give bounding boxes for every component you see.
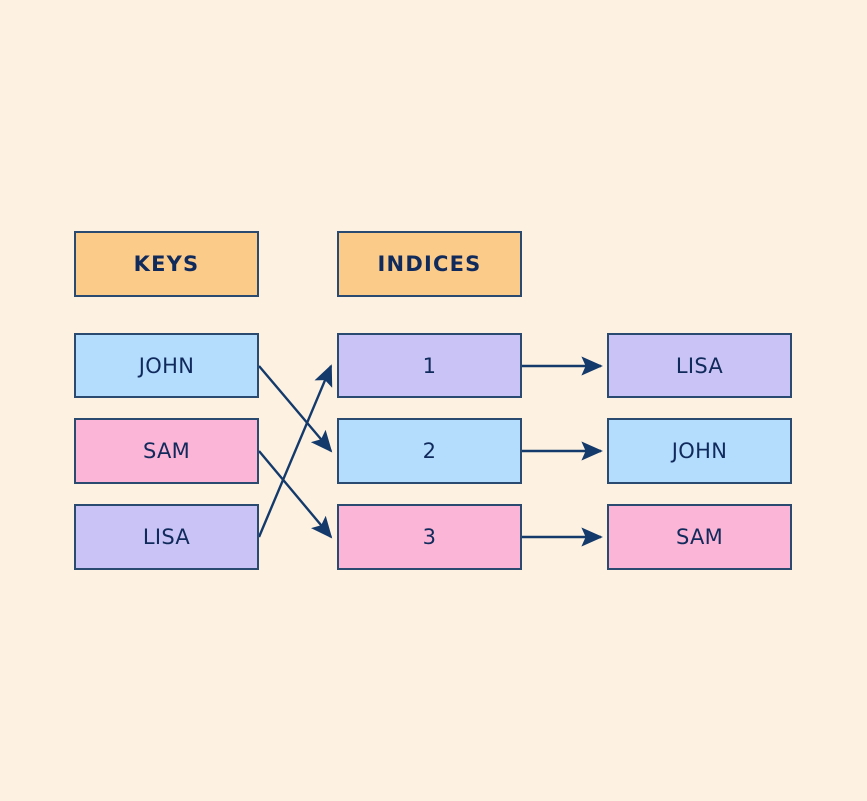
- edge-john-to-2: [258, 365, 333, 453]
- keys-header[interactable]: KEYS: [74, 231, 259, 297]
- index-1-label: 1: [422, 353, 437, 378]
- value-lisa-label: LISA: [675, 353, 724, 378]
- index-3-label: 3: [422, 525, 437, 549]
- value-john-label: JOHN: [671, 439, 728, 463]
- index-2-box[interactable]: 2: [337, 418, 522, 484]
- key-john-label: JOHN: [138, 353, 195, 378]
- edge-lisa-to-1: [257, 364, 333, 538]
- value-lisa-box[interactable]: LISA: [607, 333, 792, 398]
- indices-header[interactable]: INDICES: [337, 231, 522, 297]
- key-sam-box[interactable]: SAM: [74, 418, 259, 484]
- index-2-label: 2: [422, 439, 437, 463]
- value-sam-label: SAM: [675, 525, 724, 549]
- edges-group: [257, 356, 603, 547]
- edge-sam-to-3: [258, 450, 333, 539]
- value-sam-box[interactable]: SAM: [607, 504, 792, 570]
- key-lisa-box[interactable]: LISA: [74, 504, 259, 570]
- key-lisa-label: LISA: [142, 525, 191, 549]
- indices-header-label: INDICES: [377, 252, 482, 276]
- key-sam-label: SAM: [142, 439, 191, 463]
- index-3-box[interactable]: 3: [337, 504, 522, 570]
- index-1-box[interactable]: 1: [337, 333, 522, 398]
- value-john-box[interactable]: JOHN: [607, 418, 792, 484]
- key-john-box[interactable]: JOHN: [74, 333, 259, 398]
- keys-header-label: KEYS: [133, 252, 200, 276]
